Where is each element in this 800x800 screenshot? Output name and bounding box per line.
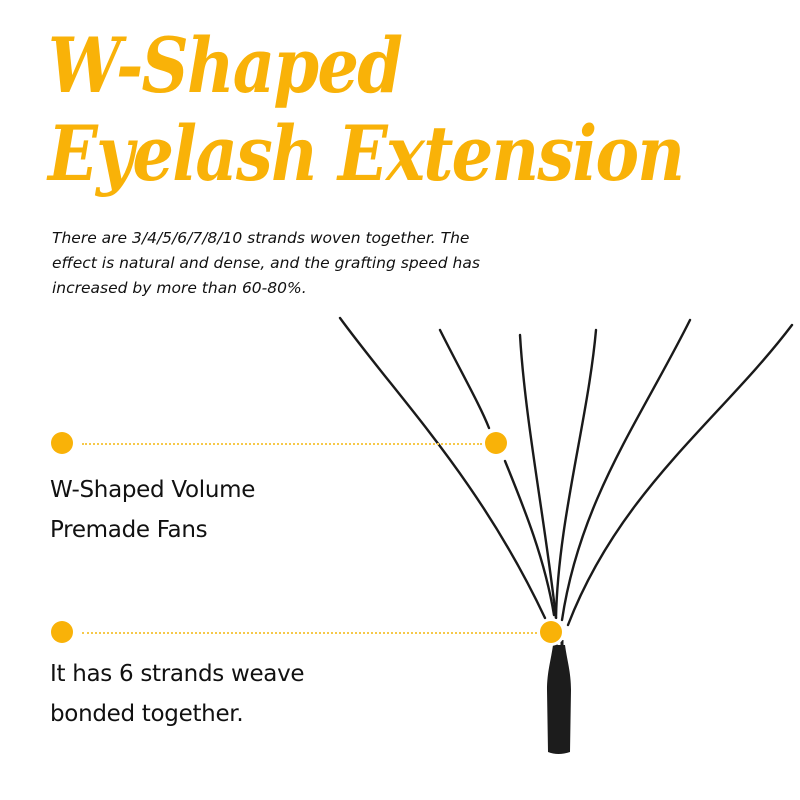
dotted-connector-line (82, 443, 482, 445)
callout-label: It has 6 strands weave bonded together. (50, 654, 305, 734)
description: There are 3/4/5/6/7/8/10 strands woven t… (52, 226, 692, 301)
lash-stem (547, 645, 571, 754)
title-line-1: W-Shaped (48, 21, 403, 110)
lash-strand-1 (338, 316, 547, 620)
description-line: There are 3/4/5/6/7/8/10 strands woven t… (52, 229, 470, 247)
lash-strand-6 (566, 323, 794, 627)
dotted-connector-line (82, 632, 537, 634)
callout-dot-left (51, 621, 73, 643)
lash-strand-3 (518, 333, 558, 620)
callout-label-line: It has 6 strands weave (50, 661, 305, 687)
callout-label-line: Premade Fans (50, 517, 208, 543)
description-line: effect is natural and dense, and the gra… (52, 254, 480, 272)
description-line: increased by more than 60-80%. (52, 279, 307, 297)
callout-label-line: bonded together. (50, 701, 244, 727)
callout-dot-left (51, 432, 73, 454)
lash-strand-4 (554, 328, 598, 620)
callout-label-line: W-Shaped Volume (50, 477, 256, 503)
lash-strands (338, 316, 794, 627)
callout-label: W-Shaped Volume Premade Fans (50, 470, 255, 550)
title-line-2: Eyelash Extension (48, 109, 685, 198)
callout-dot-right (485, 432, 507, 454)
callout-dot-right (540, 621, 562, 643)
lash-strand-2a (438, 328, 491, 430)
lash-strand-5 (560, 318, 692, 622)
lash-strand-2b (503, 459, 556, 617)
